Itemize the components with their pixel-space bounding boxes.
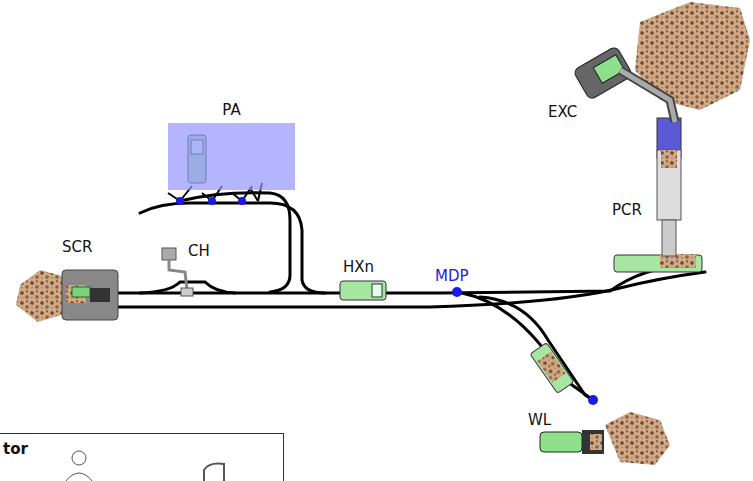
crusher [657, 118, 681, 256]
wheel-loader [540, 430, 604, 454]
loaded-truck [614, 254, 702, 272]
site-label: MDP [435, 269, 469, 284]
site-label: HXn [343, 260, 374, 275]
rock-pile [605, 412, 670, 465]
hauler-truck [340, 281, 386, 300]
node-label: tor [3, 442, 28, 457]
node-label: PA [168, 103, 295, 118]
route-truck [530, 343, 574, 394]
site-label: PCR [612, 203, 642, 218]
site-label: CH [188, 244, 210, 259]
excavator [573, 46, 675, 122]
parking-area: PA [168, 123, 295, 190]
operator-panel: tor [0, 433, 284, 481]
operator-icons [0, 434, 285, 481]
site-label: SCR [62, 240, 92, 255]
screen-station [16, 270, 118, 322]
site-label: EXC [548, 105, 577, 120]
site-label: WL [528, 413, 551, 428]
